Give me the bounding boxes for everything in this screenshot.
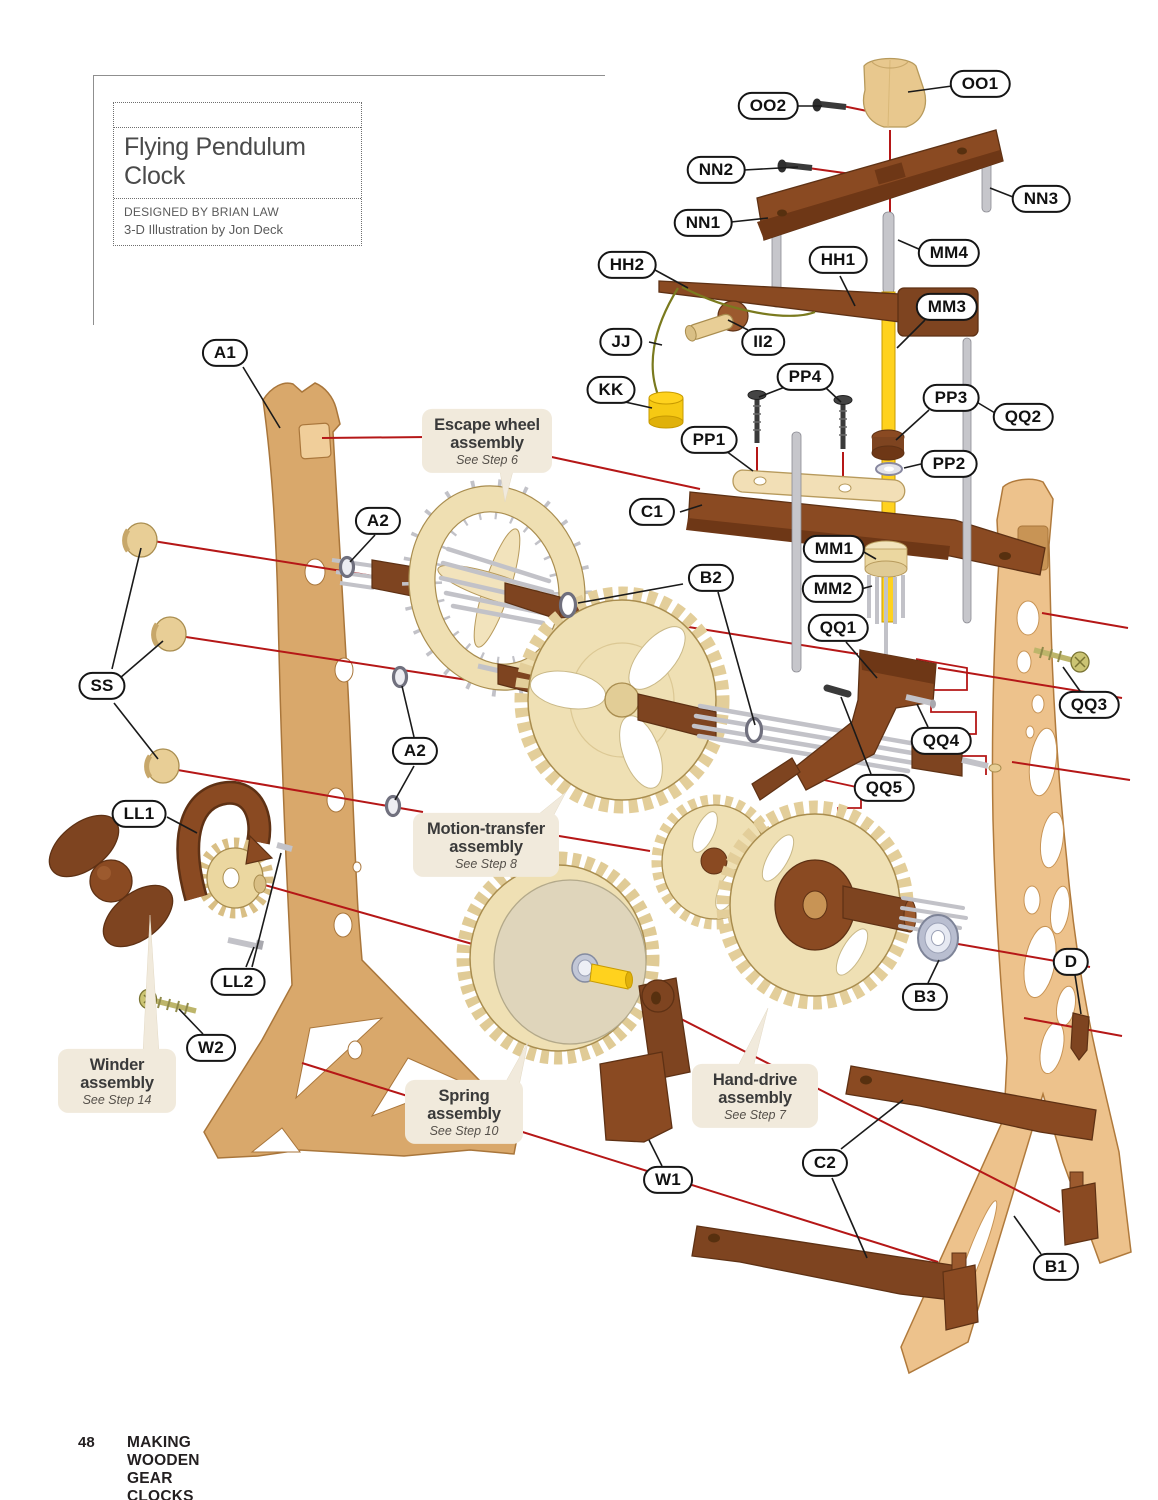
part-label-qq2: QQ2: [992, 402, 1054, 432]
part-label-hh1: HH1: [808, 245, 868, 275]
screw-nn2: [777, 159, 813, 173]
part-label-b1: B1: [1032, 1252, 1080, 1282]
part-label-ll2: LL2: [210, 967, 266, 997]
shoulder-screw-caps-ss: [122, 522, 187, 784]
part-label-mm4: MM4: [917, 238, 981, 268]
part-label-pp1: PP1: [680, 425, 738, 455]
part-label-nn3: NN3: [1011, 184, 1071, 214]
part-label-oo1: OO1: [949, 69, 1011, 99]
frame-foot-cleats: [942, 1171, 1099, 1331]
part-label-mm3: MM3: [915, 292, 979, 322]
credits: DESIGNED BY BRIAN LAW 3-D Illustration b…: [114, 199, 361, 245]
part-label-pp4: PP4: [776, 362, 834, 392]
part-label-jj: JJ: [599, 327, 643, 357]
screw-qq3: [1033, 646, 1090, 673]
bearings-a2: [338, 555, 409, 818]
pawl-w1: [599, 977, 691, 1143]
pin-qq5: [823, 684, 852, 698]
screw-oo2: [812, 98, 847, 112]
part-label-w2: W2: [186, 1033, 236, 1063]
part-label-ll1: LL1: [111, 799, 167, 829]
callout-title: Spring assembly: [427, 1086, 501, 1123]
part-label-nn1: NN1: [673, 208, 733, 238]
part-label-qq1: QQ1: [807, 613, 869, 643]
string-jj-lower: [651, 287, 679, 401]
bearing-b3: [917, 914, 959, 962]
peg-d: [1070, 1012, 1090, 1062]
part-label-a2-lower: A2: [391, 736, 439, 766]
pin-qq4: [905, 694, 933, 706]
weight-kk: [648, 391, 684, 429]
part-label-qq3: QQ3: [1058, 690, 1120, 720]
part-label-mm1: MM1: [802, 534, 866, 564]
callout-escape-wheel-assembly: Escape wheel assembly See Step 6: [422, 408, 552, 474]
part-label-kk: KK: [586, 375, 636, 405]
assembly-callout-tails: [142, 470, 769, 1092]
flag-peg-ii2: [684, 313, 734, 342]
spring-assembly-drum: [456, 851, 660, 1065]
book-title: MAKING WOODEN GEAR CLOCKS: [127, 1434, 200, 1500]
part-label-c2: C2: [801, 1148, 849, 1178]
callout-note: See Step 10: [429, 1124, 499, 1139]
part-label-w1: W1: [643, 1165, 693, 1195]
callout-title: Winder assembly: [80, 1055, 154, 1092]
callout-hand-drive-assembly: Hand-drive assembly See Step 7: [692, 1063, 818, 1129]
callout-spring-assembly: Spring assembly See Step 10: [405, 1079, 523, 1145]
part-label-pp3: PP3: [922, 383, 980, 413]
designer-credit: DESIGNED BY BRIAN LAW: [124, 205, 279, 219]
part-label-hh2: HH2: [597, 250, 657, 280]
part-label-a2-upper: A2: [354, 506, 402, 536]
part-label-ss: SS: [78, 671, 126, 701]
motion-transfer-assembly: [477, 586, 1002, 814]
winder-knob: [48, 814, 174, 948]
part-label-a1: A1: [201, 338, 249, 368]
screws-pp4: [747, 390, 853, 449]
callout-note: See Step 6: [456, 453, 518, 468]
callout-title: Escape wheel assembly: [434, 415, 540, 452]
illustrator-credit: 3-D Illustration by Jon Deck: [124, 222, 283, 237]
callout-winder-assembly: Winder assembly See Step 14: [58, 1048, 176, 1114]
pendulum-cock-c1-group: [686, 211, 1046, 673]
callout-title: Hand-drive assembly: [712, 1070, 798, 1107]
part-label-d: D: [1052, 947, 1090, 977]
page-left-rule: [93, 75, 94, 325]
part-label-mm2: MM2: [801, 574, 865, 604]
support-arm-c2-lower: [691, 1225, 959, 1301]
lower-guide-qq1-group: [751, 649, 937, 801]
callout-note: See Step 8: [455, 857, 517, 872]
title-block: Flying Pendulum Clock DESIGNED BY BRIAN …: [113, 102, 362, 246]
part-label-c1: C1: [628, 497, 676, 527]
part-label-pp2: PP2: [920, 449, 978, 479]
part-label-nn2: NN2: [686, 155, 746, 185]
hand-drive-assembly: [651, 794, 968, 1010]
callout-motion-transfer-assembly: Motion-transfer assembly See Step 8: [413, 812, 559, 878]
top-beam-nn1-group: [756, 57, 1004, 308]
callout-note: See Step 7: [724, 1108, 786, 1123]
part-label-qq4: QQ4: [910, 726, 972, 756]
page-number: 48: [78, 1434, 95, 1451]
page-top-rule: [93, 75, 605, 76]
page-title: Flying Pendulum Clock: [114, 128, 361, 199]
callout-note: See Step 14: [82, 1093, 152, 1108]
title-block-spacer: [114, 103, 361, 128]
part-label-ii2: II2: [741, 327, 785, 357]
part-label-oo2: OO2: [737, 91, 799, 121]
pendulum-bearing-mm1-mm2: [864, 540, 908, 656]
part-label-qq5: QQ5: [853, 773, 915, 803]
winder-click-ll1: [176, 780, 274, 902]
support-arm-c2-upper: [845, 1065, 1097, 1141]
part-label-b3: B3: [901, 982, 949, 1012]
callout-title: Motion-transfer assembly: [427, 819, 545, 856]
part-label-b2: B2: [687, 563, 735, 593]
string-jj-upper: [681, 286, 816, 317]
